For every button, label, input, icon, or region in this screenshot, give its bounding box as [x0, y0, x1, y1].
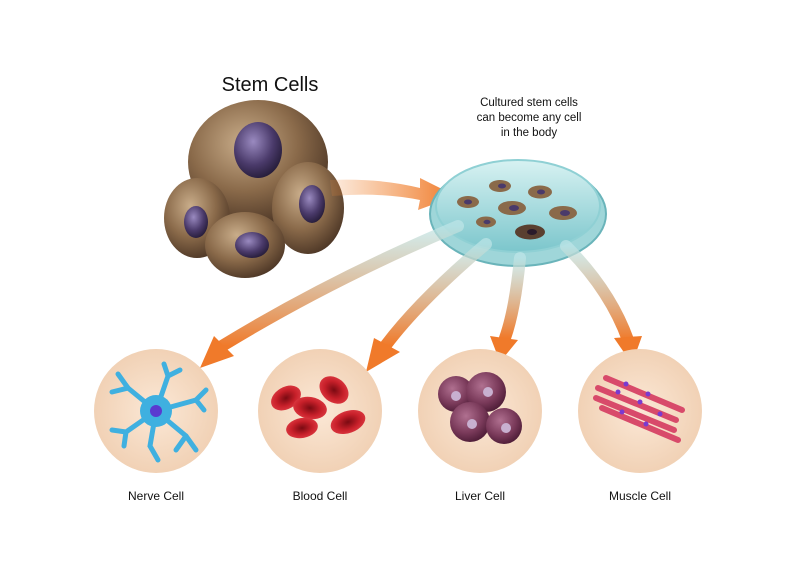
liver-cell-illustration [418, 349, 542, 473]
dish-caption: Cultured stem cells can become any cell … [455, 96, 603, 141]
stem-cell-nucleus [299, 185, 325, 223]
liver-cell-label: Liver Cell [420, 489, 540, 503]
nerve-cell-label: Nerve Cell [96, 489, 216, 503]
diagram-title: Stem Cells [200, 74, 340, 97]
muscle-cell-label: Muscle Cell [580, 489, 700, 503]
stem-cell-nucleus [235, 232, 269, 258]
arrow-to-liver [490, 258, 520, 362]
dish-caption-line: in the body [455, 126, 603, 141]
blood-cell-illustration [258, 349, 382, 473]
dish-caption-line: can become any cell [455, 111, 603, 126]
arrow-to-muscle [566, 246, 642, 364]
stem-cell-nucleus [184, 206, 208, 238]
petri-dish [430, 160, 606, 266]
stem-cell-cluster [164, 100, 344, 278]
muscle-cell-illustration [578, 349, 702, 473]
nerve-cell-illustration [94, 349, 218, 473]
blood-cell-label: Blood Cell [260, 489, 380, 503]
dish-caption-line: Cultured stem cells [455, 96, 603, 111]
stem-cell-nucleus [234, 122, 282, 178]
